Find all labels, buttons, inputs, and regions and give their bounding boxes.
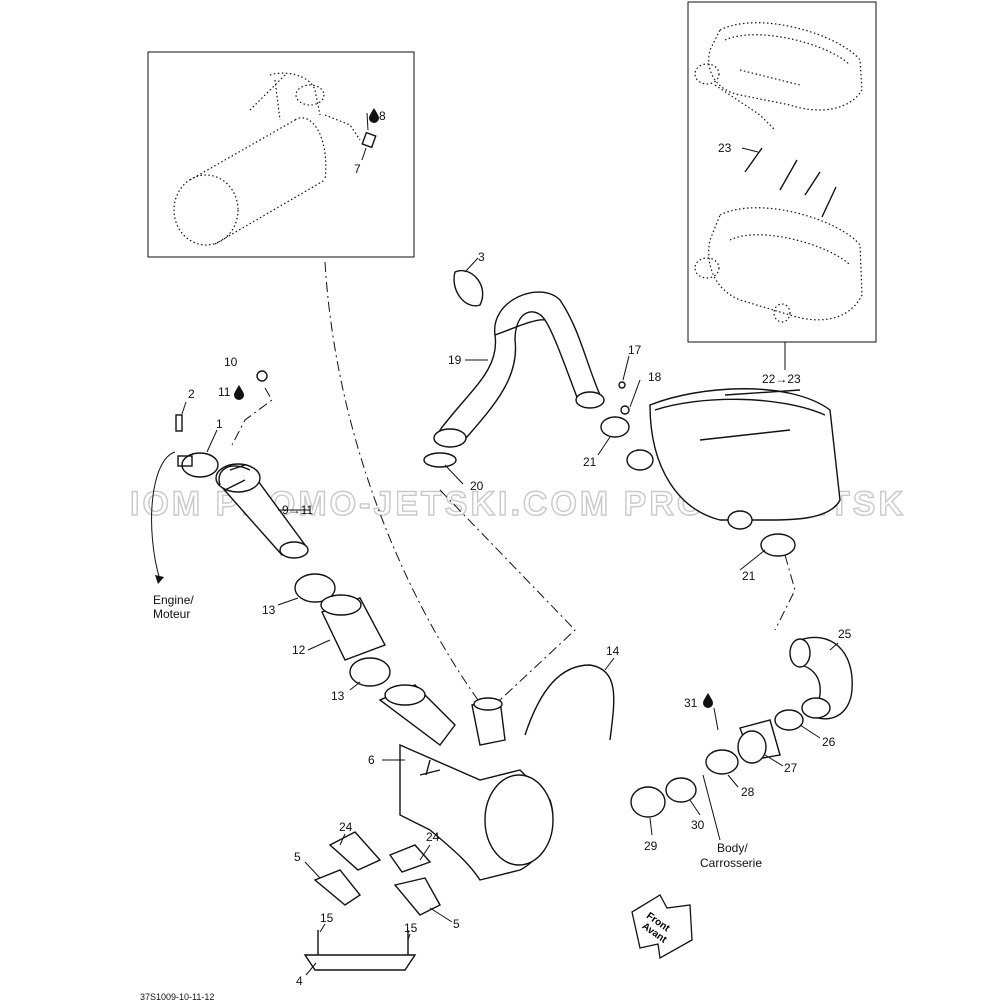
route-inset <box>324 261 479 701</box>
callout-11: 11 <box>218 385 231 399</box>
callout-12: 12 <box>292 643 306 657</box>
callout-23: 23 <box>718 141 732 155</box>
bracket-5b <box>393 877 441 916</box>
callout-5a: 5 <box>294 850 301 864</box>
lubricant-drop-icon <box>703 693 713 708</box>
washer-18 <box>620 405 630 415</box>
callout-25: 25 <box>838 627 852 641</box>
support-4 <box>303 954 417 971</box>
gasket-28 <box>705 749 739 775</box>
lubricant-drop-icon <box>369 108 379 123</box>
leader-lines <box>181 112 839 976</box>
strap-3 <box>453 269 484 307</box>
callout-15a: 15 <box>320 911 334 925</box>
resonator-22 <box>626 388 841 530</box>
nut-10 <box>256 370 268 382</box>
engine-arrow-head <box>155 575 164 584</box>
elbow-25 <box>789 636 853 720</box>
resonator-inset-drawing <box>694 22 863 323</box>
clamp-13a <box>294 573 336 603</box>
exhaust-pipe-9 <box>215 463 309 559</box>
callout-13b: 13 <box>331 689 345 703</box>
clamp-26 <box>774 709 804 731</box>
callout-31: 31 <box>684 696 698 710</box>
strips-23 <box>744 147 837 218</box>
inset-box-resonator <box>687 1 877 343</box>
callout-21a: 21 <box>583 455 597 469</box>
clamp-21a <box>600 416 630 438</box>
callout-4: 4 <box>296 974 303 988</box>
callout-labels: 2 1 10 11 3 19 17 18 21 20 21 22→23 23 8… <box>188 109 852 988</box>
callout-6: 6 <box>368 753 375 767</box>
route-10 <box>231 387 273 446</box>
clamp-13b <box>349 657 391 687</box>
engine-note-line1: Engine/ <box>153 593 194 607</box>
muffler-inset-drawing <box>173 72 377 246</box>
callout-15b: 15 <box>404 921 418 935</box>
callout-24b: 24 <box>426 830 440 844</box>
stud-2 <box>175 414 183 432</box>
bracket-5a <box>313 869 362 906</box>
callout-14: 14 <box>606 644 620 658</box>
sleeve-12 <box>320 594 386 661</box>
route-elbow <box>774 554 796 631</box>
engine-note-line2: Moteur <box>153 607 190 621</box>
pad-24a <box>328 831 382 871</box>
callout-27: 27 <box>784 761 798 775</box>
callout-10: 10 <box>224 355 238 369</box>
strap-14 <box>524 664 615 741</box>
callout-24a: 24 <box>339 820 353 834</box>
callout-17: 17 <box>628 343 642 357</box>
callout-21b: 21 <box>742 569 756 583</box>
body-note-line1: Body/ <box>717 841 748 855</box>
callout-22-23: 22→23 <box>762 372 801 386</box>
callout-30: 30 <box>691 818 705 832</box>
callout-28: 28 <box>741 785 755 799</box>
adapter-27 <box>737 719 781 764</box>
muffler-6 <box>378 684 554 881</box>
body-note-line2: Carrosserie <box>700 856 762 870</box>
callout-1: 1 <box>216 417 223 431</box>
callout-9-11: 9→11 <box>282 503 313 517</box>
clamp-20 <box>423 452 457 468</box>
callout-5b: 5 <box>453 917 460 931</box>
callout-20: 20 <box>470 479 484 493</box>
callout-3: 3 <box>478 250 485 264</box>
reference-code: 37S1009-10-11-12 <box>140 992 214 1002</box>
front-arrow-icon: Front Avant <box>631 894 693 960</box>
callout-19: 19 <box>448 353 462 367</box>
callout-7: 7 <box>354 162 361 176</box>
lubricant-drop-icon <box>234 385 244 400</box>
clamp-21b <box>760 533 796 557</box>
engine-arrow <box>151 451 176 581</box>
callout-29: 29 <box>644 839 658 853</box>
hose-19 <box>433 291 605 448</box>
route-hose <box>439 489 576 701</box>
callout-13a: 13 <box>262 603 276 617</box>
clamp-1 <box>177 452 219 478</box>
flange-29 <box>630 786 666 818</box>
callout-18: 18 <box>648 370 662 384</box>
callout-26: 26 <box>822 735 836 749</box>
callout-2: 2 <box>188 387 195 401</box>
ring-30 <box>665 777 697 803</box>
pad-24b <box>388 844 432 873</box>
callout-8: 8 <box>379 109 386 123</box>
inset-box-muffler <box>147 51 415 258</box>
screw-17 <box>618 381 626 389</box>
